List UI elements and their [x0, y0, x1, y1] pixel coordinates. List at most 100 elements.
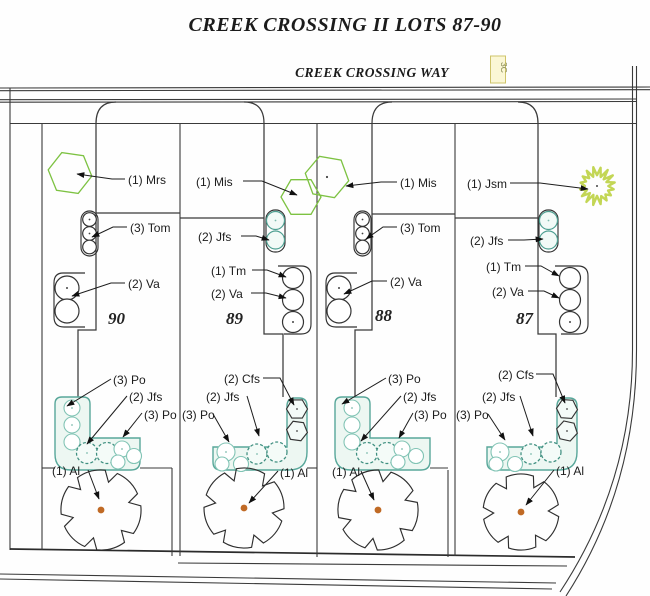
leader-arrow [398, 412, 414, 439]
leader-arrow [86, 395, 128, 445]
curb-line [0, 98, 637, 101]
leader-arrow [487, 413, 506, 441]
plant-label: (3) Tom [130, 221, 170, 235]
lot-number: 89 [226, 309, 244, 328]
shrub-tm [281, 266, 305, 290]
bed-shrub-po [63, 433, 81, 451]
sheet-title: CREEK CROSSING II LOTS 87-90 [189, 14, 502, 36]
plant-label: (1) Tm [211, 264, 246, 278]
leader-arrow [252, 269, 287, 278]
ornamental-tree-starburst-jsm [579, 166, 616, 207]
shrub-tom [82, 239, 97, 255]
bed-shrub-po [488, 456, 504, 472]
bottom-walk-line [0, 573, 557, 584]
plant-label: (3) Po [388, 372, 421, 386]
plant-center-dot [325, 175, 329, 179]
plant-label: (1) Al [280, 466, 308, 480]
plant-label: (3) Po [113, 373, 146, 387]
plant-center-dot [361, 232, 364, 235]
plant-center-dot [66, 287, 68, 289]
leader-arrow [91, 226, 127, 238]
plant-label: (1) Al [556, 464, 584, 478]
plant-label: (1) Mrs [128, 173, 166, 187]
plant-label: (3) Po [456, 408, 489, 422]
street-lines [0, 86, 650, 125]
shrub-va [326, 298, 352, 324]
bed-shrub-po [506, 455, 524, 473]
plant-label: (2) Jfs [198, 230, 231, 244]
plant-label: (3) Tom [400, 221, 440, 235]
revision-tag-text: 3C [499, 62, 509, 73]
street-name-label: CREEK CROSSING WAY [295, 65, 450, 80]
plant-center-dot [361, 218, 364, 221]
leader-arrow [343, 280, 387, 295]
house-footprint-lot-89 [180, 123, 284, 397]
shrub-bracket-va [325, 272, 357, 328]
shade-tree-al-lot-90 [60, 469, 142, 551]
plant-center-dot [88, 232, 91, 235]
plant-center-dot [296, 408, 298, 410]
plant-label: (2) Cfs [224, 372, 260, 386]
plant-label: (2) Va [211, 287, 243, 301]
shade-tree-al-lot-88 [337, 469, 419, 551]
rear-line [9, 548, 576, 558]
plant-label: (1) Tm [486, 260, 521, 274]
plant-label: (3) Po [144, 408, 177, 422]
ornamental-tree-hexagon-mis [280, 179, 322, 215]
leader-arrow [341, 377, 387, 405]
bottom-walk-line [0, 578, 553, 590]
plant-center-dot [121, 448, 123, 450]
plant-label: (1) Al [52, 464, 80, 478]
shade-tree-al-lot-87 [482, 473, 560, 551]
leader-arrow [251, 292, 287, 300]
street-edge-line [0, 86, 650, 89]
bed-shrub-po [343, 433, 361, 451]
shrub-tom [355, 239, 370, 255]
leader-arrow [71, 282, 125, 297]
shrub-jfs [265, 230, 286, 250]
leader-arrow [246, 395, 260, 437]
bed-shrub-po [390, 454, 406, 470]
plant-label: (1) Jsm [467, 177, 507, 191]
street-edge-line [0, 89, 650, 92]
plant-label: (2) Jfs [403, 390, 436, 404]
plant-label: (3) Po [414, 408, 447, 422]
plant-label: (2) Va [128, 277, 160, 291]
tree-trunk-dot [517, 508, 525, 516]
plant-center-dot [547, 219, 550, 222]
revision-tag-box [490, 55, 506, 84]
houses-and-driveways [77, 101, 557, 397]
plant-label: (1) Mis [400, 176, 437, 190]
plant-label: (2) Va [492, 285, 524, 299]
leader-arrow [528, 290, 560, 299]
shrub-bracket-tm-va [555, 265, 589, 335]
leader-arrow [508, 236, 544, 243]
house-footprint-lot-87 [455, 123, 557, 397]
leader-arrow [248, 470, 279, 504]
leader-arrow [360, 395, 402, 442]
lot-number: 90 [108, 309, 126, 328]
plant-label: (3) Po [182, 408, 215, 422]
leader-arrow [87, 469, 100, 500]
leader-arrow [525, 265, 560, 277]
leader-arrow [360, 470, 375, 501]
shade-tree-al-lot-89 [203, 467, 285, 549]
plant-label: (2) Jfs [482, 390, 515, 404]
driveway-flare [95, 101, 117, 124]
lot-88: (1) Mis (3) Tom (2) Va 88 (3) Po (2) Jfs… [325, 176, 447, 551]
tree-trunk-dot [97, 506, 105, 514]
driveway-flare [243, 101, 265, 124]
plant-center-dot [71, 407, 73, 409]
plant-center-dot [71, 424, 73, 426]
plant-center-dot [566, 430, 568, 432]
driveway-flare [371, 101, 393, 124]
bed-shrub-po [214, 456, 230, 472]
shrub-jfs [538, 230, 559, 250]
bed-shrub-po [125, 447, 143, 465]
revision-tag: 3C [490, 55, 509, 84]
plant-label: (2) Cfs [498, 368, 534, 382]
plant-center-dot [499, 451, 501, 453]
bed-shrub-po [110, 454, 126, 470]
